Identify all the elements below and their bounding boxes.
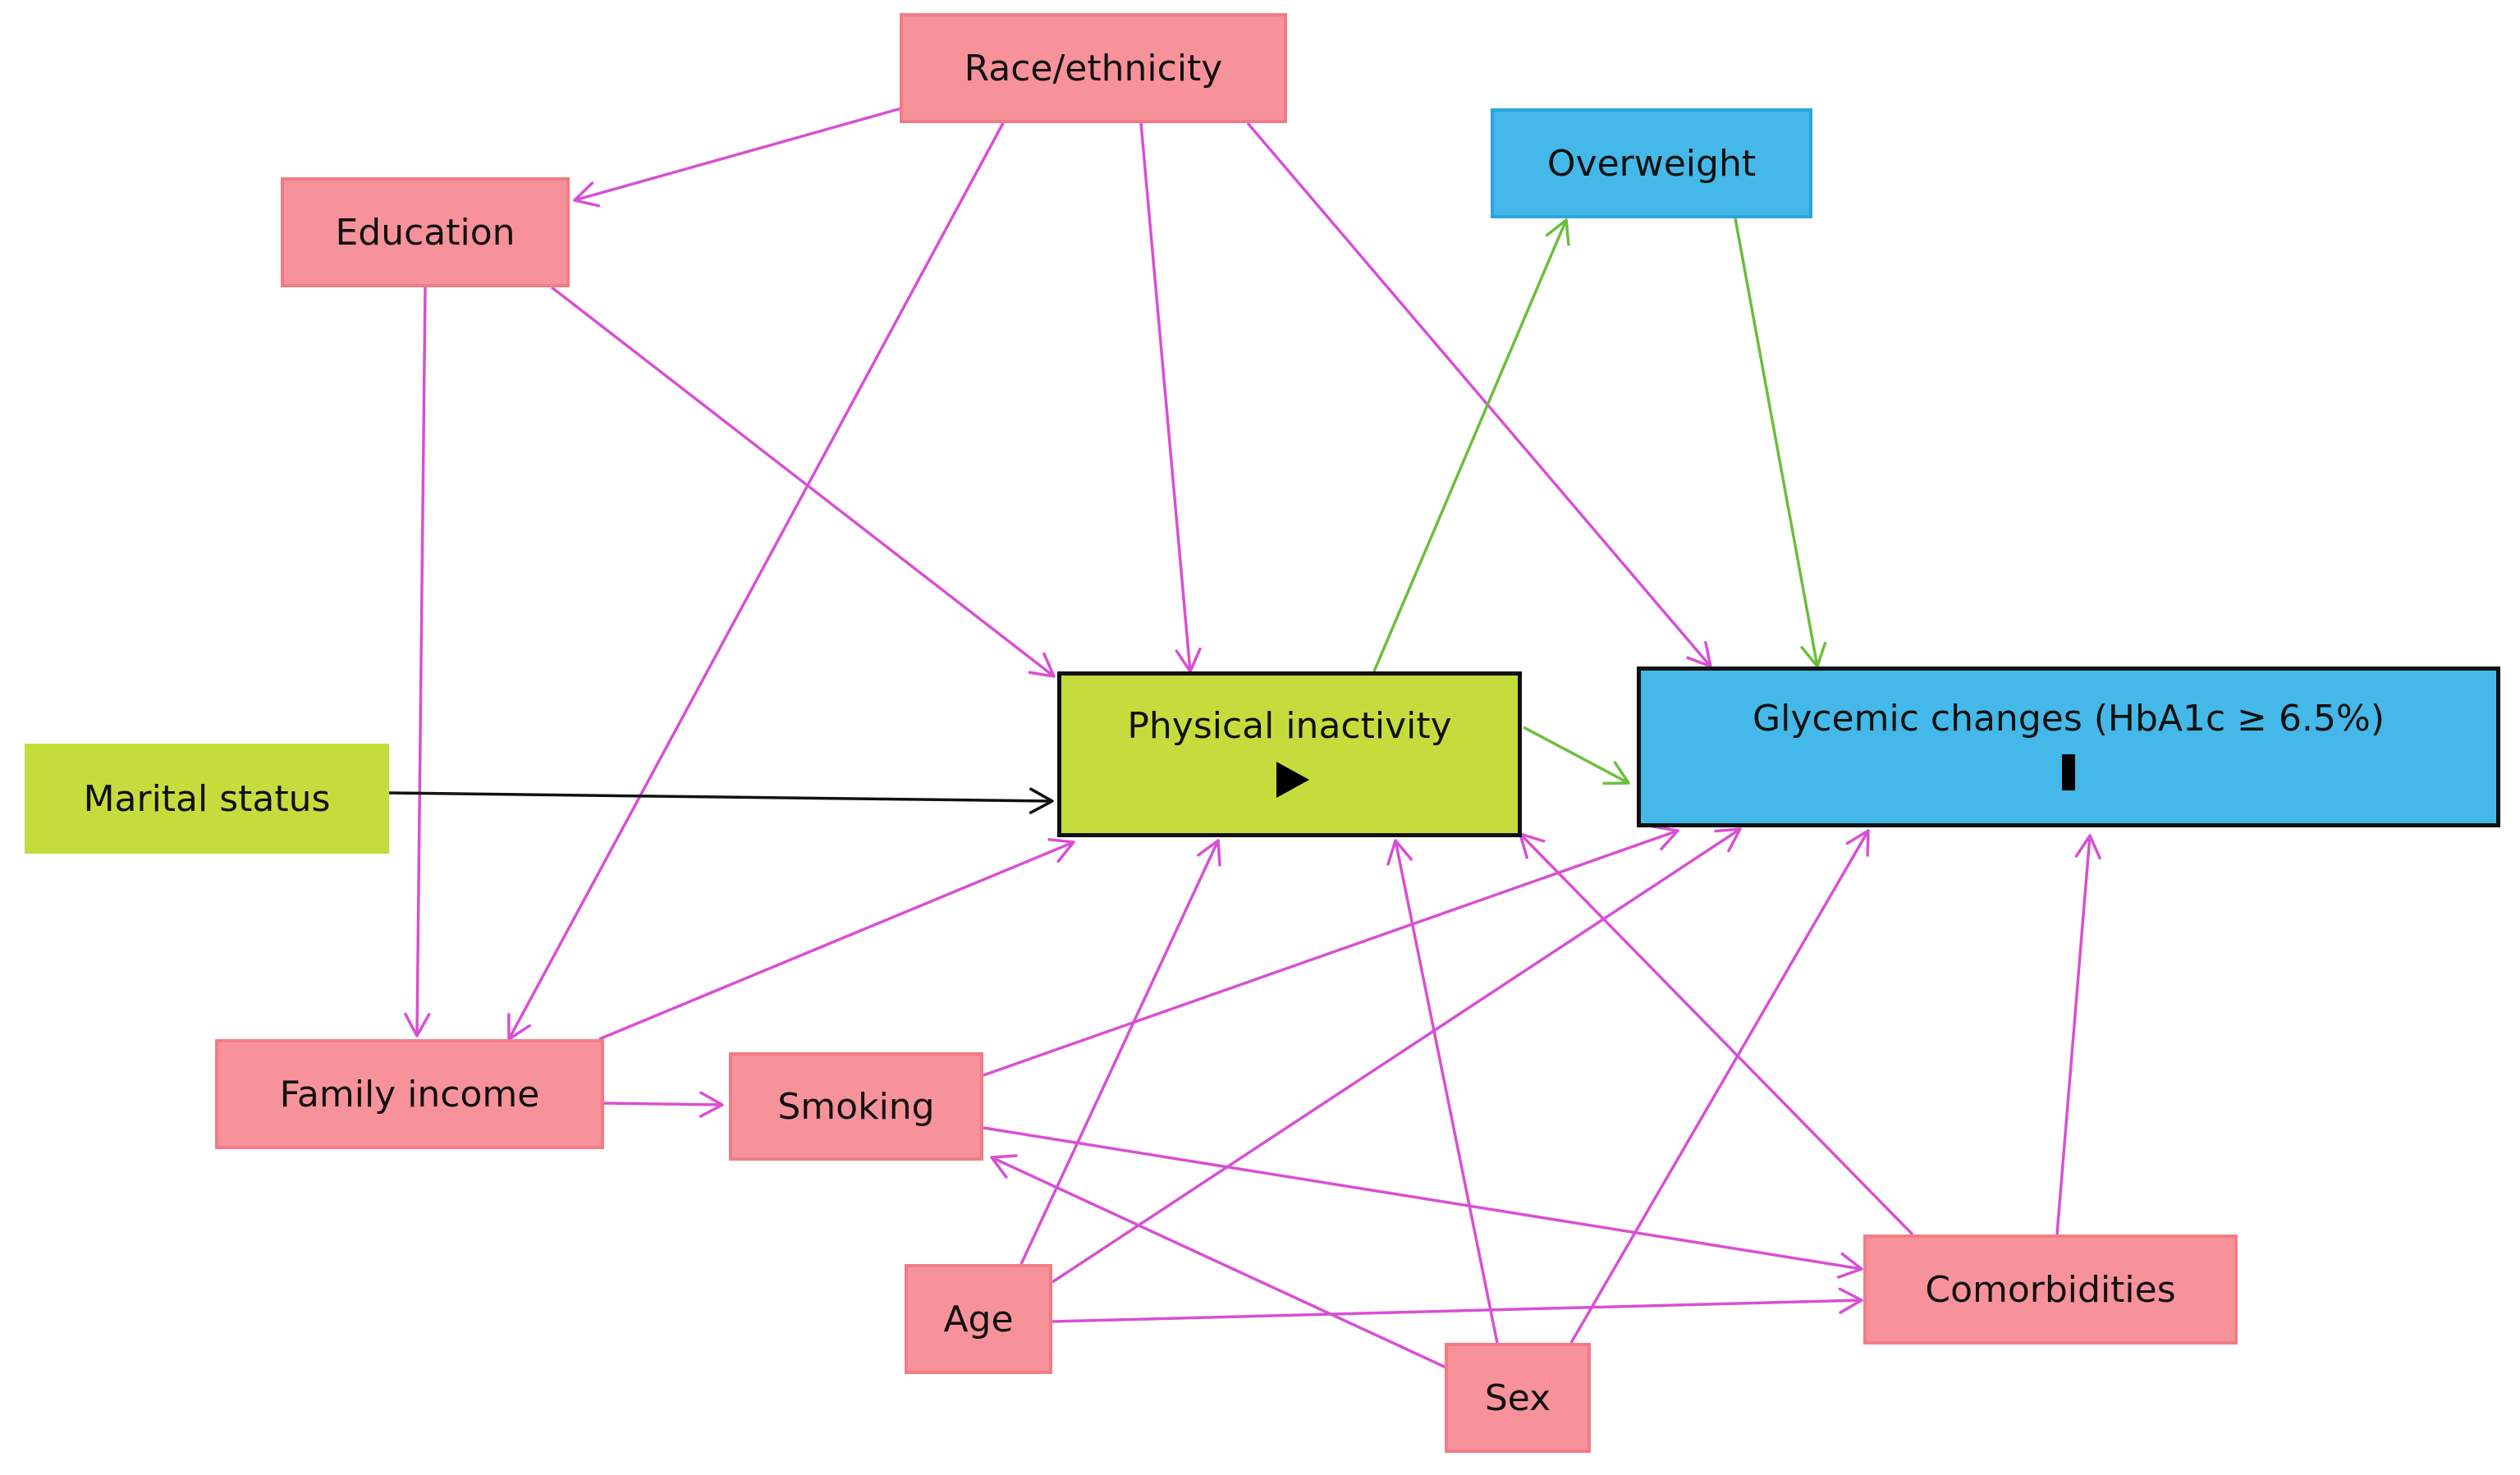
edge-education-to-physical: [550, 286, 1056, 678]
arrowhead-icon: [1047, 838, 1075, 863]
arrowhead-icon: [2074, 834, 2101, 860]
edge-line: [574, 107, 902, 202]
edge-age-to-comorbidities: [1052, 1287, 1863, 1323]
edge-physical-to-overweight: [1372, 218, 1570, 672]
edge-smoking-to-glycemic: [983, 825, 1679, 1077]
arrowhead-icon: [990, 1154, 1018, 1179]
node-family-income-label: Family income: [279, 1073, 540, 1115]
edge-race-to-physical: [1139, 122, 1202, 673]
edge-age-to-glycemic: [1052, 827, 1742, 1284]
arrowhead-icon: [1545, 218, 1570, 246]
edge-line: [598, 841, 1074, 1041]
node-race-ethnicity[interactable]: Race/ethnicity: [900, 13, 1287, 123]
node-sex-label: Sex: [1484, 1377, 1551, 1419]
edge-smoking-to-comorbidities: [983, 1126, 1863, 1279]
outcome-marker-icon: [2062, 754, 2075, 790]
arrowhead-icon: [1386, 839, 1413, 866]
edge-comorbidities-to-glycemic: [2055, 834, 2101, 1235]
edge-line: [983, 829, 1679, 1077]
edge-line: [1734, 218, 1819, 667]
edge-sex-to-glycemic: [1569, 829, 1870, 1344]
arrowhead-icon: [573, 181, 600, 208]
edge-overweight-to-glycemic: [1734, 218, 1827, 668]
arrowhead-icon: [699, 1091, 724, 1118]
node-glycemic-changes-label: Glycemic changes (HbA1c ≥ 6.5%): [1753, 697, 2385, 740]
edge-line: [388, 791, 1053, 803]
node-overweight[interactable]: Overweight: [1491, 108, 1812, 218]
edge-race-to-education: [573, 107, 902, 208]
node-overweight-label: Overweight: [1546, 142, 1757, 185]
edge-sex-to-physical: [1386, 839, 1499, 1344]
edge-line: [1019, 840, 1220, 1265]
node-family-income[interactable]: Family income: [215, 1039, 604, 1149]
edge-marital-to-physical: [388, 787, 1054, 814]
edge-line: [415, 286, 427, 1037]
node-smoking[interactable]: Smoking: [729, 1052, 983, 1161]
node-age[interactable]: Age: [905, 1264, 1052, 1374]
edge-line: [603, 1102, 723, 1106]
edge-line: [1372, 219, 1568, 672]
node-marital-status-label: Marital status: [83, 777, 331, 820]
exposure-marker-icon: [1276, 761, 1309, 798]
edge-age-to-physical: [1019, 839, 1221, 1265]
node-sex[interactable]: Sex: [1445, 1343, 1591, 1453]
node-glycemic-changes[interactable]: Glycemic changes (HbA1c ≥ 6.5%): [1637, 666, 2500, 827]
arrowhead-icon: [1197, 839, 1221, 867]
node-physical-inactivity-label: Physical inactivity: [1127, 704, 1452, 747]
node-race-ethnicity-label: Race/ethnicity: [964, 47, 1223, 89]
arrowhead-icon: [1602, 761, 1630, 786]
node-education-label: Education: [335, 211, 515, 254]
edge-line: [1052, 827, 1741, 1284]
arrowhead-icon: [1652, 825, 1679, 851]
edge-comorbidities-to-physical: [1519, 832, 1914, 1236]
edge-income-to-smoking: [603, 1091, 724, 1118]
node-marital-status[interactable]: Marital status: [25, 744, 389, 854]
edge-income-to-physical: [598, 838, 1075, 1041]
arrowhead-icon: [1845, 829, 1870, 857]
edge-line: [1519, 832, 1914, 1236]
edge-line: [550, 286, 1056, 678]
node-smoking-label: Smoking: [777, 1085, 935, 1128]
arrowhead-icon: [1029, 787, 1054, 814]
arrowhead-icon: [1838, 1287, 1863, 1314]
edge-line: [2055, 835, 2092, 1235]
edge-line: [1052, 1299, 1863, 1323]
arrowhead-icon: [404, 1012, 431, 1038]
node-comorbidities[interactable]: Comorbidities: [1863, 1235, 2238, 1344]
edge-line: [983, 1126, 1863, 1271]
arrowhead-icon: [1836, 1252, 1863, 1279]
edge-layer: [388, 107, 2101, 1371]
node-age-label: Age: [943, 1298, 1014, 1340]
edge-physical-to-glycemic: [1523, 726, 1630, 786]
edge-sex-to-smoking: [990, 1154, 1450, 1371]
edge-line: [1139, 122, 1192, 672]
edge-line: [991, 1156, 1450, 1371]
edge-line: [1569, 830, 1870, 1344]
arrowhead-icon: [1028, 652, 1056, 678]
edge-line: [1523, 726, 1629, 785]
edge-education-to-income: [404, 286, 431, 1038]
edge-line: [1394, 840, 1499, 1344]
node-physical-inactivity[interactable]: Physical inactivity: [1057, 671, 1522, 837]
edge-line: [507, 122, 1005, 1040]
node-education[interactable]: Education: [281, 177, 570, 287]
node-comorbidities-label: Comorbidities: [1925, 1268, 2176, 1311]
edge-line: [1246, 121, 1712, 668]
arrowhead-icon: [1714, 827, 1742, 853]
